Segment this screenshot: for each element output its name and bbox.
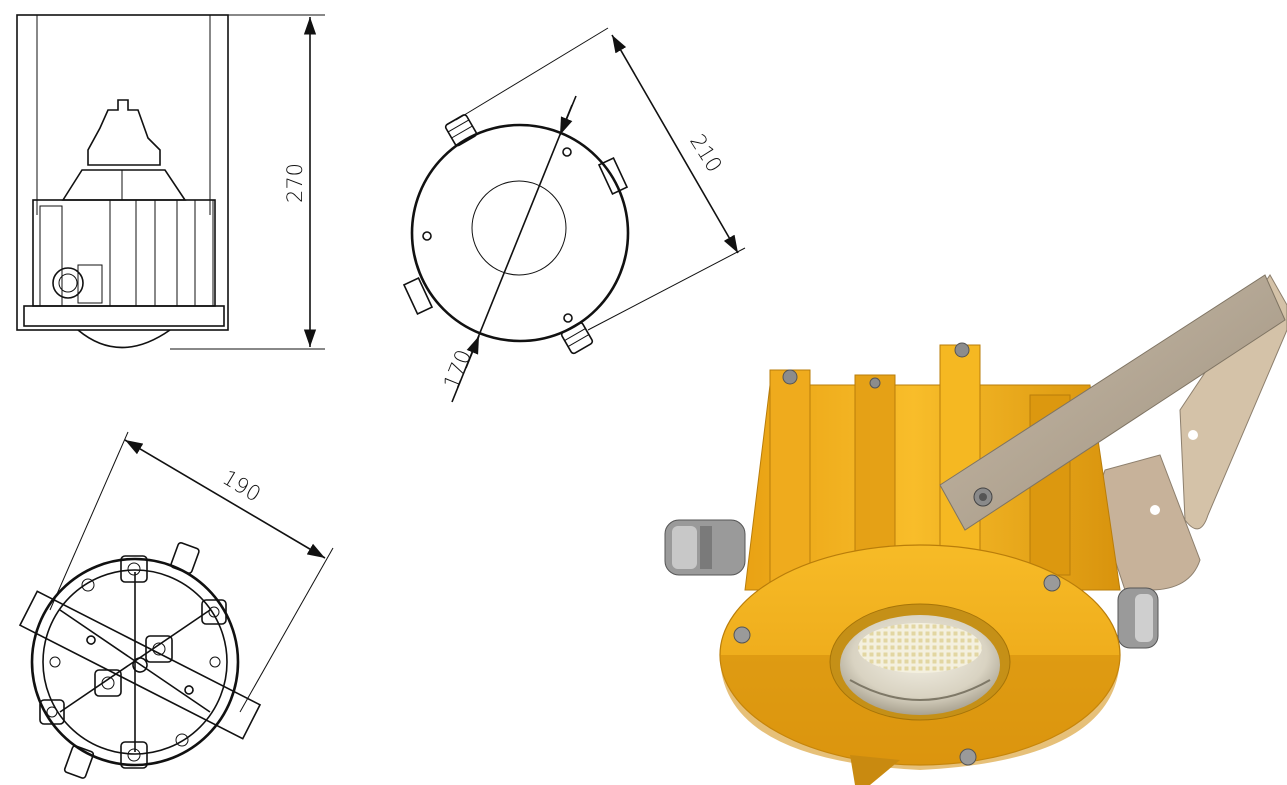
side-bracket-outline [16,14,229,331]
cable-gland-right [1117,587,1159,649]
bottom-view-drawing: 190 [18,431,334,779]
led-array [858,623,982,673]
luminaire-photo-render [664,274,1287,785]
diameter-dimension-label: 170 [439,346,476,392]
span-dimension-line [611,34,739,254]
side-view-drawing: 270 [16,14,325,350]
width-dimension-label: 190 [218,465,265,506]
cable-gland-left [664,519,746,576]
bottom-view-outer-circle [30,557,240,767]
top-view-drawing: 170 210 [402,27,746,403]
height-dimension-label: 270 [283,163,307,203]
mounting-bracket [939,274,1286,531]
top-view-inner-circle [471,180,567,276]
span-dimension-label: 210 [685,130,727,177]
width-dimension-line [124,439,326,559]
bottom-bracket-bar [18,590,262,740]
